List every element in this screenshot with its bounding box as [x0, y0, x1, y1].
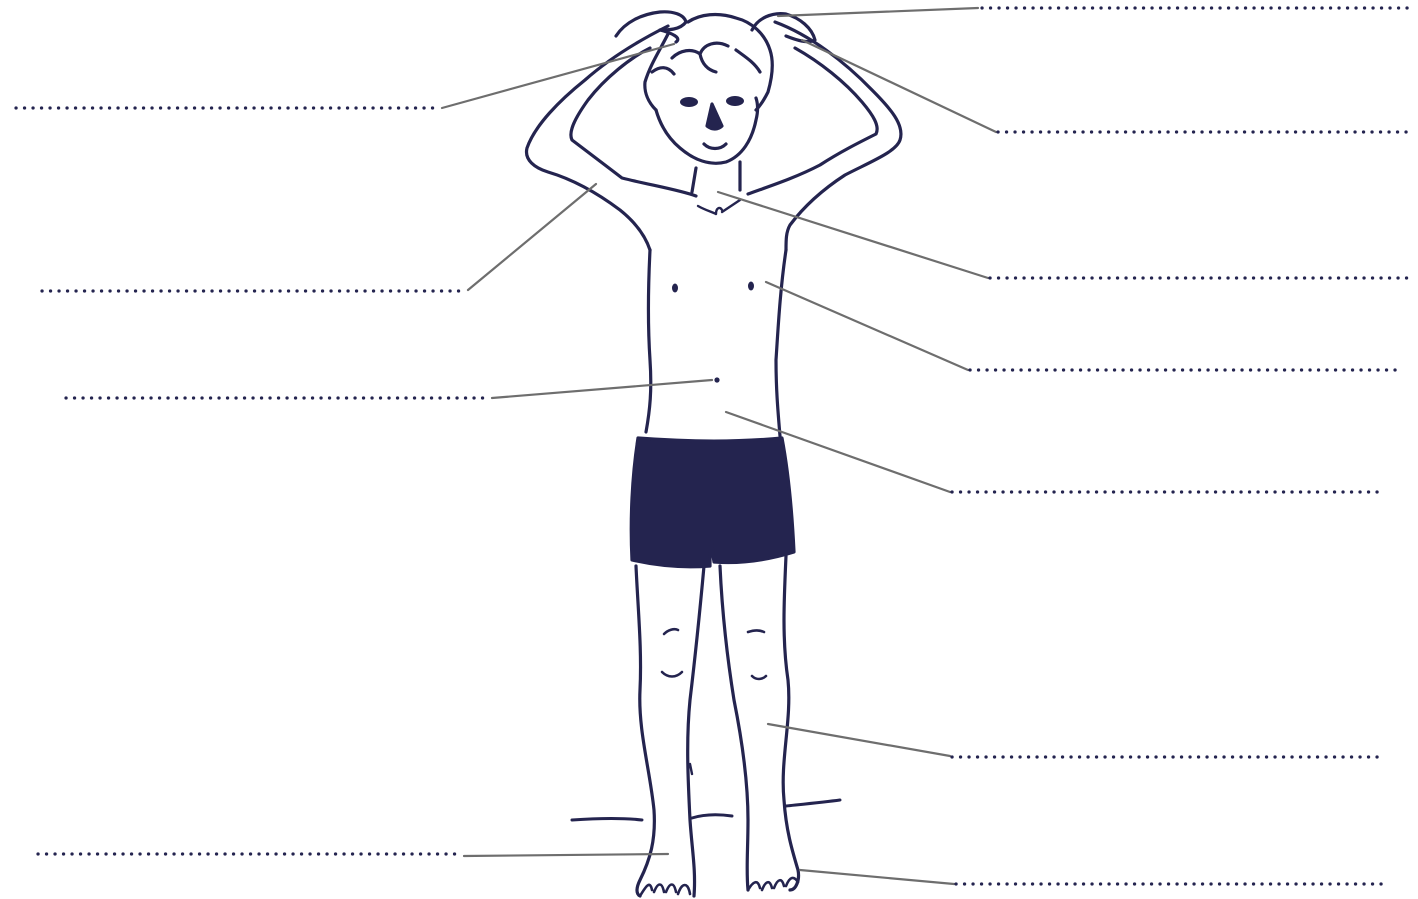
left-knee-top	[664, 629, 678, 634]
right-eye	[726, 96, 744, 106]
collarbone	[698, 200, 740, 214]
left-leg-inner	[688, 566, 704, 896]
leader-hair	[442, 44, 674, 108]
torso-right-side	[776, 250, 786, 436]
right-foot	[748, 878, 798, 890]
navel	[714, 377, 719, 382]
left-arm-outline	[527, 26, 668, 250]
leader-chest-nipple	[766, 282, 968, 370]
leader-arm	[468, 184, 596, 290]
nose	[707, 104, 722, 129]
torso-left-side	[646, 250, 651, 432]
right-nipple	[748, 282, 754, 291]
right-arm-inner	[748, 48, 877, 194]
right-leg-inner	[720, 566, 748, 890]
right-knee-bottom	[752, 676, 766, 679]
ground-line	[572, 800, 840, 820]
leader-fingers	[802, 40, 996, 132]
right-leg-outer	[783, 556, 798, 890]
left-leg-outer	[636, 566, 654, 896]
shorts	[631, 438, 794, 567]
right-knee-top	[748, 631, 764, 633]
left-foot	[640, 885, 690, 897]
left-knee-bottom	[662, 672, 682, 677]
leader-toes	[800, 870, 954, 884]
left-arm-inner	[571, 48, 696, 196]
left-hand	[616, 12, 686, 42]
leader-leg	[768, 724, 950, 756]
left-nipple	[672, 284, 678, 293]
leader-foot-ankle	[464, 854, 668, 856]
leader-neck-collarbone	[718, 192, 988, 278]
neck	[692, 162, 740, 192]
left-ankle-mark	[690, 764, 692, 774]
left-eye	[680, 97, 698, 107]
leader-navel	[492, 380, 712, 398]
face-outline	[656, 98, 758, 163]
mouth	[704, 144, 726, 149]
leader-hand-on-head	[778, 8, 978, 16]
